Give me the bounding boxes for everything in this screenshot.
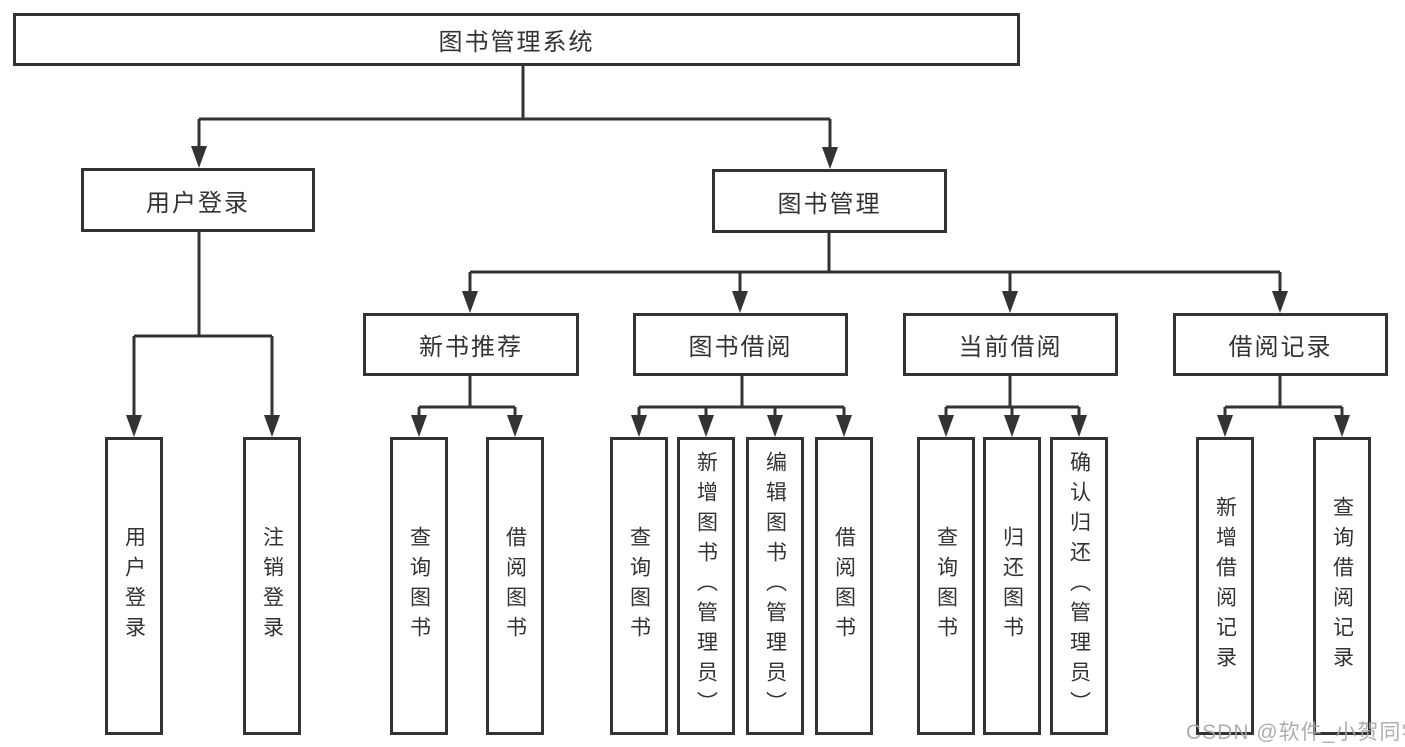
node-user-login: 用户登录 [81,168,315,232]
leaf-br-query-borrow-record-label: 查询借阅记录 [1330,496,1354,676]
leaf-cb-query-books-label: 查询图书 [934,526,958,646]
node-current-borrowing-label: 当前借阅 [958,334,1063,361]
leaf-br-add-borrow-record-label: 新增借阅记录 [1213,496,1237,676]
leaf-logout: 注销登录 [243,437,301,735]
node-root-library-management-system: 图书管理系统 [13,13,1020,66]
node-borrowing-records-label: 借阅记录 [1228,334,1333,361]
node-book-management-label: 图书管理 [777,190,882,218]
leaf-nb-query-books: 查询图书 [390,437,448,735]
node-borrowing-records: 借阅记录 [1173,313,1388,376]
leaf-cb-confirm-return-admin: 确认归还（管理员） [1050,437,1108,735]
leaf-bb-borrow-books-label: 借阅图书 [832,526,856,646]
leaf-bb-borrow-books: 借阅图书 [815,437,873,735]
arrowheads [126,146,1350,437]
node-current-borrowing: 当前借阅 [903,313,1118,376]
leaf-br-query-borrow-record: 查询借阅记录 [1313,437,1371,735]
node-new-book-recommendation-label: 新书推荐 [419,334,523,361]
leaf-nb-borrow-books: 借阅图书 [486,437,544,735]
node-new-book-recommendation: 新书推荐 [363,313,579,376]
node-book-borrowing: 图书借阅 [633,313,848,376]
leaf-nb-borrow-books-label: 借阅图书 [503,526,527,646]
leaf-bb-add-book-admin: 新增图书（管理员） [677,437,735,735]
leaf-cb-return-books: 归还图书 [983,437,1041,735]
leaf-cb-return-books-label: 归还图书 [1000,526,1024,646]
node-user-login-label: 用户登录 [146,189,250,217]
node-root-label: 图书管理系统 [438,29,595,56]
node-book-borrowing-label: 图书借阅 [688,334,793,361]
csdn-watermark: CSDN @软件_小贺同学 [1186,721,1405,744]
leaf-cb-confirm-return-admin-label: 确认归还（管理员） [1067,451,1091,721]
leaf-user-login: 用户登录 [105,437,163,735]
node-book-management: 图书管理 [712,169,947,233]
leaf-bb-edit-book-admin-label: 编辑图书（管理员） [763,451,787,721]
leaf-br-add-borrow-record: 新增借阅记录 [1196,437,1254,735]
leaf-bb-add-book-admin-label: 新增图书（管理员） [694,451,718,721]
leaf-cb-query-books: 查询图书 [917,437,975,735]
leaf-bb-query-books-label: 查询图书 [627,526,651,646]
leaf-bb-edit-book-admin: 编辑图书（管理员） [746,437,804,735]
leaf-nb-query-books-label: 查询图书 [407,526,431,646]
leaf-logout-label: 注销登录 [260,526,284,646]
leaf-user-login-label: 用户登录 [122,526,146,646]
leaf-bb-query-books: 查询图书 [610,437,668,735]
